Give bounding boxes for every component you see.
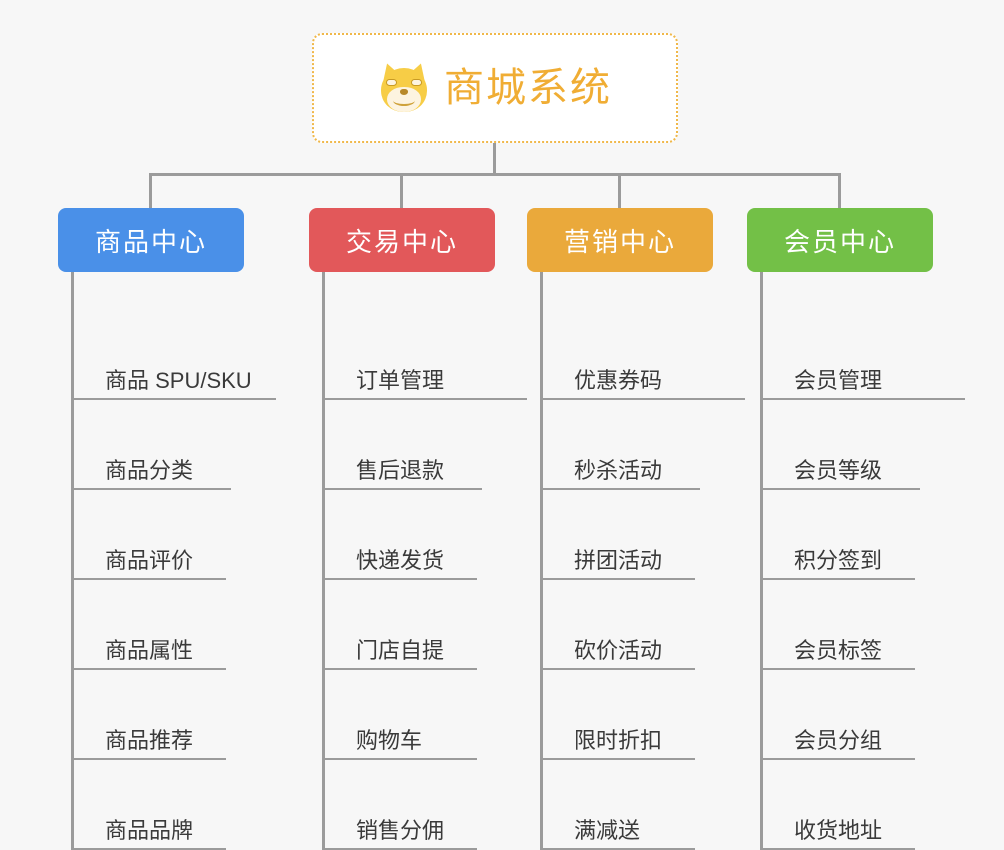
leaf-label: 满减送 xyxy=(574,818,641,843)
leaf-label: 快递发货 xyxy=(356,548,445,573)
leaf-trunk-3 xyxy=(760,272,763,850)
category-title-1: 交易中心 xyxy=(345,226,458,257)
leaf-label: 会员标签 xyxy=(794,638,883,663)
leaf-label: 砍价活动 xyxy=(574,638,663,663)
leaf-label: 销售分佣 xyxy=(356,818,445,843)
category-title-2: 营销中心 xyxy=(563,226,676,257)
leaf-label: 会员分组 xyxy=(794,728,883,753)
leaf-label: 购物车 xyxy=(356,728,423,753)
leaf-item[interactable]: 会员等级 xyxy=(760,400,920,490)
leaf-item[interactable]: 拼团活动 xyxy=(540,490,695,580)
leaf-label: 商品属性 xyxy=(105,638,194,663)
leaf-item[interactable]: 购物车 xyxy=(322,670,477,760)
leaf-label: 商品 SPU/SKU xyxy=(105,368,252,393)
connector-drop-3 xyxy=(618,173,621,210)
leaf-item[interactable]: 会员标签 xyxy=(760,580,915,670)
category-box-2[interactable]: 营销中心 xyxy=(527,208,713,272)
leaf-item[interactable]: 销售分佣 xyxy=(322,760,477,850)
leaf-item[interactable]: 商品推荐 xyxy=(71,670,226,760)
leaf-item[interactable]: 商品品牌 xyxy=(71,760,226,850)
category-box-1[interactable]: 交易中心 xyxy=(309,208,495,272)
leaf-item[interactable]: 门店自提 xyxy=(322,580,477,670)
connector-drop-2 xyxy=(400,173,403,210)
connector-drop-1 xyxy=(149,173,152,210)
leaf-item[interactable]: 商品分类 xyxy=(71,400,231,490)
leaf-label: 优惠券码 xyxy=(574,368,663,393)
leaf-item[interactable]: 售后退款 xyxy=(322,400,482,490)
connector-horizontal-bus xyxy=(149,173,841,176)
leaf-label: 商品品牌 xyxy=(105,818,194,843)
leaf-label: 商品评价 xyxy=(105,548,194,573)
leaf-label: 秒杀活动 xyxy=(574,458,663,483)
leaf-item[interactable]: 收货地址 xyxy=(760,760,915,850)
leaf-label: 订单管理 xyxy=(356,368,445,393)
connector-root-stem xyxy=(493,143,496,176)
leaf-item[interactable]: 优惠券码 xyxy=(540,310,745,400)
leaf-trunk-1 xyxy=(322,272,325,850)
root-node-shop-system[interactable]: 商城系统 xyxy=(312,33,678,143)
leaf-item[interactable]: 秒杀活动 xyxy=(540,400,700,490)
leaf-item[interactable]: 会员分组 xyxy=(760,670,915,760)
leaf-label: 会员等级 xyxy=(794,458,883,483)
category-box-3[interactable]: 会员中心 xyxy=(747,208,933,272)
leaf-item[interactable]: 商品评价 xyxy=(71,490,226,580)
leaf-label: 会员管理 xyxy=(794,368,883,393)
leaf-trunk-0 xyxy=(71,272,74,850)
leaf-trunk-2 xyxy=(540,272,543,850)
leaf-item[interactable]: 会员管理 xyxy=(760,310,965,400)
leaf-item[interactable]: 积分签到 xyxy=(760,490,915,580)
category-title-3: 会员中心 xyxy=(783,226,896,257)
category-box-0[interactable]: 商品中心 xyxy=(58,208,244,272)
leaf-item[interactable]: 商品属性 xyxy=(71,580,226,670)
category-title-0: 商品中心 xyxy=(94,226,207,257)
leaf-item[interactable]: 限时折扣 xyxy=(540,670,695,760)
leaf-label: 拼团活动 xyxy=(574,548,663,573)
leaf-label: 积分签到 xyxy=(794,548,883,573)
shiba-inu-dog-face-icon xyxy=(376,60,432,114)
leaf-label: 门店自提 xyxy=(356,638,445,663)
root-node-title: 商城系统 xyxy=(444,66,612,110)
leaf-item[interactable]: 砍价活动 xyxy=(540,580,695,670)
leaf-label: 商品推荐 xyxy=(105,728,194,753)
leaf-item[interactable]: 订单管理 xyxy=(322,310,527,400)
leaf-item[interactable]: 快递发货 xyxy=(322,490,477,580)
leaf-item[interactable]: 商品 SPU/SKU xyxy=(71,310,276,400)
leaf-label: 商品分类 xyxy=(105,458,194,483)
connector-drop-4 xyxy=(838,173,841,210)
leaf-label: 售后退款 xyxy=(356,458,445,483)
leaf-label: 收货地址 xyxy=(794,818,883,843)
leaf-label: 限时折扣 xyxy=(574,728,663,753)
leaf-item[interactable]: 满减送 xyxy=(540,760,695,850)
